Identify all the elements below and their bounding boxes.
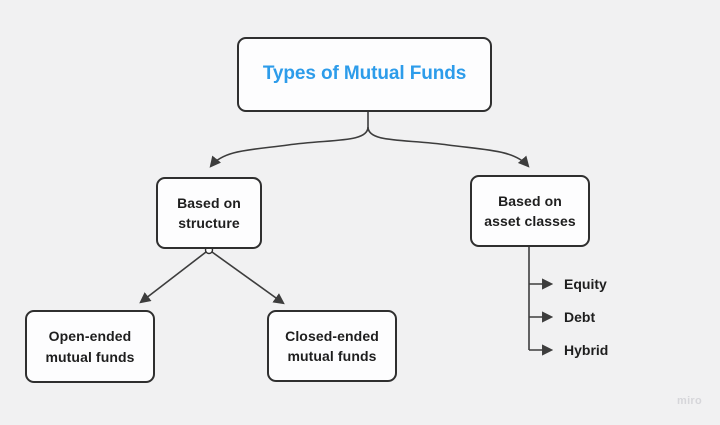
connector-title-to-asset-classes [367, 126, 530, 168]
node-open-ended-label: Open-ended mutual funds [45, 328, 135, 365]
node-based-on-asset-classes: Based on asset classes [470, 175, 590, 247]
node-closed-ended-mutual-funds: Closed-ended mutual funds [267, 310, 397, 382]
leaf-label-equity: Equity [564, 276, 607, 292]
miro-watermark: miro [677, 395, 703, 407]
node-types-of-mutual-funds: Types of Mutual Funds [237, 37, 492, 112]
node-structure-label: Based on structure [177, 194, 241, 231]
leaf-label-hybrid: Hybrid [564, 342, 609, 358]
connector-structure-to-open-ended [139, 251, 207, 304]
node-title-label: Types of Mutual Funds [262, 63, 467, 85]
connector-title-to-structure [209, 126, 369, 168]
leaf-label-debt: Debt [564, 309, 596, 325]
node-asset-classes-label: Based on asset classes [484, 192, 576, 229]
node-based-on-structure: Based on structure [156, 177, 262, 249]
node-open-ended-mutual-funds: Open-ended mutual funds [25, 310, 155, 383]
connector-structure-to-closed-ended [211, 251, 285, 305]
node-closed-ended-label: Closed-ended mutual funds [285, 327, 379, 364]
